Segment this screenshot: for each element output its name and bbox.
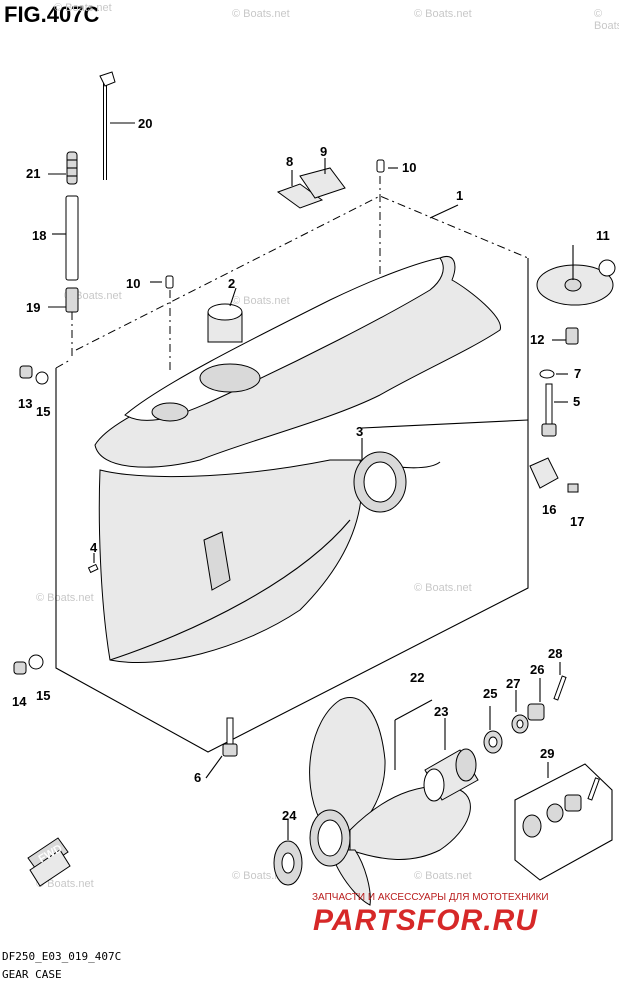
gear-case-body (94, 256, 529, 663)
callout-14: 14 (12, 694, 27, 709)
parts-16-17 (529, 457, 579, 493)
part-29-kit (514, 762, 613, 881)
callout-4: 4 (90, 540, 98, 555)
parts-21-18-19 (48, 151, 79, 360)
watermark: © Boats.net (414, 870, 472, 882)
callout-5: 5 (573, 394, 580, 409)
callout-19: 19 (26, 300, 40, 315)
callout-8: 8 (286, 154, 293, 169)
callout-6: 6 (194, 770, 201, 785)
watermark: © Boats.net (414, 582, 472, 594)
callout-22: 22 (410, 670, 424, 685)
watermark: © Boats.net (232, 8, 290, 20)
watermark: © Boats.net (414, 8, 472, 20)
callout-13: 13 (18, 396, 32, 411)
callout-20: 20 (138, 116, 152, 131)
callout-numbers: 1234567891010111213141515161718192021222… (12, 116, 610, 823)
callout-10: 10 (126, 276, 140, 291)
callout-9: 9 (320, 144, 327, 159)
page-title: FIG.407C (4, 2, 100, 27)
parts-13-14-15-screws (13, 365, 49, 675)
promo-text: ЗАПЧАСТИ И АКСЕССУАРЫ ДЛЯ МОТОТЕХНИКИ (312, 892, 549, 903)
parts-23-24 (273, 718, 479, 886)
promo-logo: PARTSFOR.RU (313, 904, 538, 937)
part-20-rod (99, 71, 135, 180)
callout-2: 2 (228, 276, 235, 291)
callout-7: 7 (574, 366, 581, 381)
propeller (309, 697, 471, 906)
callout-27: 27 (506, 676, 520, 691)
footer-name: GEAR CASE (2, 968, 62, 981)
callout-10: 10 (402, 160, 416, 175)
callout-1: 1 (456, 188, 463, 203)
part-11-anode (536, 245, 616, 306)
parts-8-9-plates (276, 158, 346, 209)
gear-case-frame (55, 195, 529, 753)
parts-12-7-5-bolts (539, 327, 579, 437)
callout-21: 21 (26, 166, 40, 181)
callout-12: 12 (530, 332, 544, 347)
callout-17: 17 (570, 514, 584, 529)
callout-24: 24 (282, 808, 297, 823)
watermark: © Boats.net (54, 2, 112, 14)
callout-29: 29 (540, 746, 554, 761)
watermark: © Boats.net (594, 8, 619, 32)
callout-26: 26 (530, 662, 544, 677)
callout-23: 23 (434, 704, 448, 719)
callout-18: 18 (32, 228, 46, 243)
parts-25-26-27-28 (483, 662, 567, 754)
watermark: © Boats.net (36, 878, 94, 890)
callout-15: 15 (36, 404, 50, 419)
callout-15: 15 (36, 688, 50, 703)
callout-28: 28 (548, 646, 562, 661)
callout-16: 16 (542, 502, 556, 517)
callout-25: 25 (483, 686, 497, 701)
watermark: © Boats.net (36, 592, 94, 604)
fwd-arrow-tag (27, 837, 71, 887)
callout-11: 11 (596, 228, 610, 243)
part-4-pin (87, 553, 99, 574)
watermark: © Boats.net (232, 295, 290, 307)
part-6-bolt (205, 717, 238, 779)
callout-3: 3 (356, 424, 363, 439)
footer-code: DF250_E03_019_407C (2, 950, 122, 963)
